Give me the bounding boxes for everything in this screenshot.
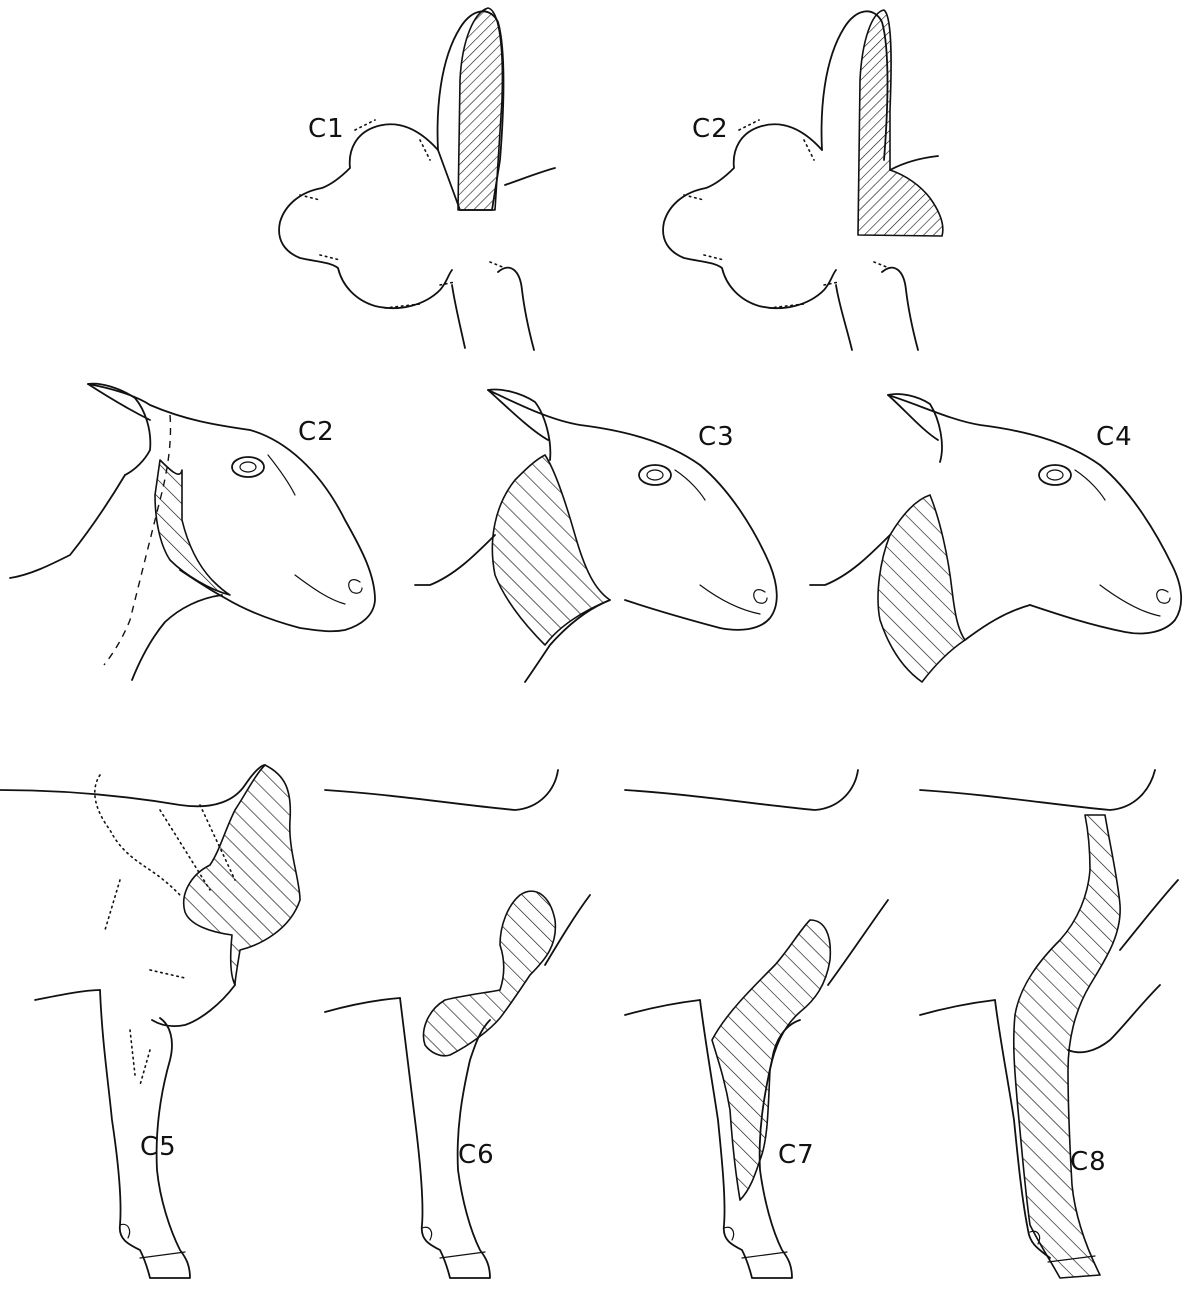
neck-lower-left xyxy=(836,285,852,350)
head-outline xyxy=(279,124,452,308)
label-c2-head: C2 xyxy=(298,417,335,447)
nostril xyxy=(1157,590,1170,604)
pupil-icon xyxy=(240,462,256,472)
neck-outline xyxy=(890,156,938,170)
neck-lower-right xyxy=(498,268,534,350)
back-line xyxy=(325,770,558,810)
scapula-outline xyxy=(95,775,180,895)
c2-shaded-region xyxy=(858,10,943,236)
label-c6: C6 xyxy=(458,1140,495,1170)
chest-line xyxy=(828,900,888,985)
neck-front xyxy=(132,595,222,680)
nostril xyxy=(754,590,767,604)
back-line xyxy=(625,770,858,810)
neck-lower-left xyxy=(452,285,465,348)
hoof-line xyxy=(724,1227,787,1258)
c4-shaded-region xyxy=(878,495,965,682)
pupil-icon xyxy=(647,470,663,480)
eye-icon xyxy=(1039,465,1071,485)
eye-icon xyxy=(639,465,671,485)
label-c1: C1 xyxy=(308,114,345,144)
ear-outline xyxy=(488,390,550,461)
pupil-icon xyxy=(1047,470,1063,480)
muzzle-line xyxy=(700,585,760,614)
neck-back xyxy=(10,475,125,578)
panel-c2-top-view: C2 xyxy=(663,10,943,350)
c3-shaded-region xyxy=(492,455,610,645)
label-c7: C7 xyxy=(778,1140,815,1170)
head-outline xyxy=(663,124,836,308)
panel-c7-limb: C7 xyxy=(625,770,888,1278)
belly-line xyxy=(325,998,400,1012)
neck-lower-right xyxy=(882,268,918,350)
label-c2-top: C2 xyxy=(692,114,729,144)
c1-shaded-region xyxy=(458,8,502,210)
internal-lines xyxy=(105,805,235,1085)
label-c3-head: C3 xyxy=(698,422,735,452)
brow-line xyxy=(1075,470,1105,500)
ear-outline xyxy=(88,384,150,475)
belly-line xyxy=(920,1000,995,1015)
belly-line xyxy=(35,990,100,1000)
panel-c8-limb: C8 xyxy=(920,770,1178,1278)
c6-shaded-region xyxy=(424,891,556,1056)
neck-back xyxy=(810,535,890,585)
chest-line xyxy=(152,985,235,1026)
c2-shaded-region xyxy=(155,460,230,595)
panel-c4-head: C4 xyxy=(810,394,1181,682)
brow-line xyxy=(268,455,295,495)
neck-back xyxy=(415,535,495,585)
nostril xyxy=(349,580,362,594)
eye-icon xyxy=(232,457,264,477)
panel-c3-head: C3 xyxy=(415,390,777,683)
back-line xyxy=(0,765,265,806)
brow-line xyxy=(675,470,705,500)
neck-front xyxy=(965,605,1030,640)
panel-c5-limb: C5 xyxy=(0,765,300,1278)
panel-c1-top-view: C1 xyxy=(279,8,555,350)
neck-outline xyxy=(505,168,555,185)
label-c8: C8 xyxy=(1070,1147,1107,1177)
chest-line xyxy=(1120,880,1178,950)
label-c5: C5 xyxy=(140,1132,177,1162)
panel-c6-limb: C6 xyxy=(325,770,590,1278)
hoof-line xyxy=(422,1227,485,1258)
panel-c2-head: C2 xyxy=(10,384,375,680)
belly-line xyxy=(625,1000,700,1015)
muzzle-line xyxy=(295,575,345,604)
back-line xyxy=(920,770,1155,810)
label-c4-head: C4 xyxy=(1096,422,1133,452)
muzzle-line xyxy=(1100,585,1160,616)
c8-shaded-region xyxy=(1014,815,1120,1278)
